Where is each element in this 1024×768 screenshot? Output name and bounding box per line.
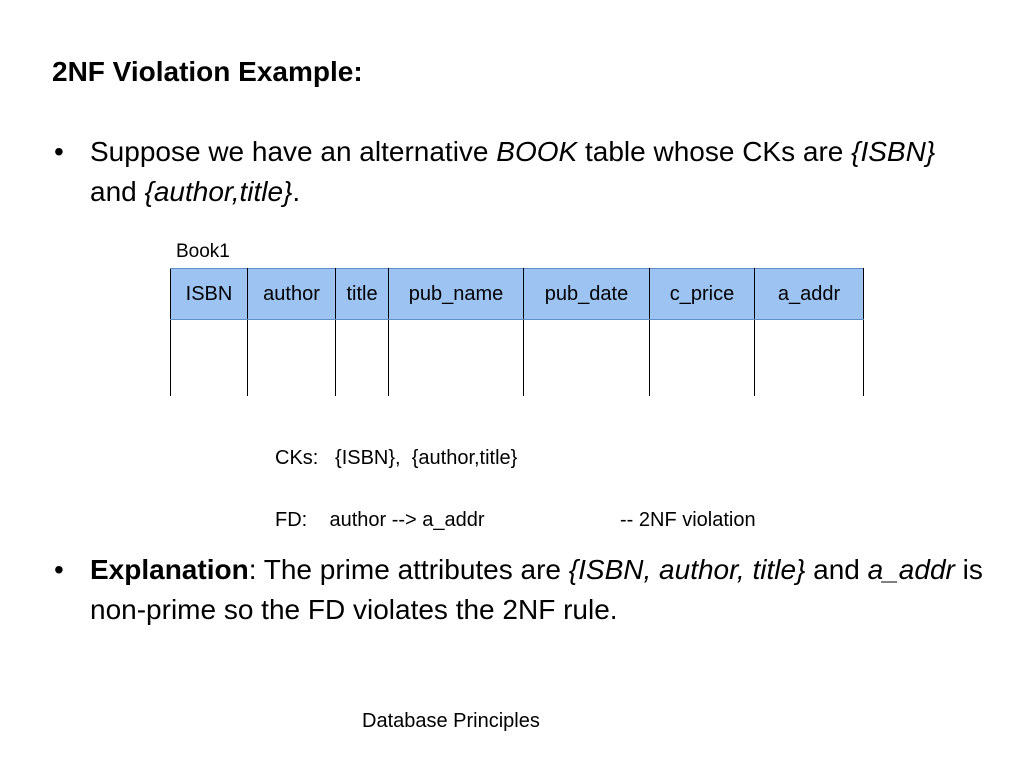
table-row — [170, 319, 864, 396]
table-label: Book1 — [176, 241, 230, 262]
text-segment: table whose CKs are — [577, 136, 852, 167]
column-header-a-addr: a_addr — [754, 268, 864, 320]
text-segment: is non-prime so the FD violates the 2NF … — [90, 554, 983, 625]
fd-line: FD: author --> a_addr — [275, 509, 485, 531]
table-cell — [335, 319, 389, 396]
prime-attributes: {ISBN, author, title} — [568, 554, 806, 585]
column-header-author: author — [247, 268, 336, 320]
ck-line: CKs: {ISBN}, {author,title} — [275, 447, 518, 469]
column-header-pub-date: pub_date — [523, 268, 650, 320]
text-segment: and — [805, 554, 868, 585]
ck-isbn: {ISBN} — [851, 136, 936, 167]
text-segment: : The prime attributes are — [248, 554, 569, 585]
slide-footer: Database Principles — [362, 710, 540, 732]
column-header-isbn: ISBN — [170, 268, 248, 320]
bullet-text: Suppose we have an alternative BOOK tabl… — [90, 132, 984, 212]
table-cell — [388, 319, 524, 396]
ck-author-title: {author,title} — [144, 176, 293, 207]
table-cell — [754, 319, 864, 396]
column-header-title: title — [335, 268, 389, 320]
table-cell — [523, 319, 650, 396]
non-prime-attribute: a_addr — [867, 554, 955, 585]
slide-title: 2NF Violation Example: — [52, 56, 363, 87]
table-cell — [170, 319, 248, 396]
bullet-text: Explanation: The prime attributes are {I… — [90, 550, 984, 630]
column-header-pub-name: pub_name — [388, 268, 524, 320]
table-name: BOOK — [496, 136, 578, 167]
table-cell — [247, 319, 336, 396]
explanation-label: Explanation — [90, 554, 249, 585]
table-header-row: ISBN author title pub_name pub_date c_pr… — [170, 268, 864, 320]
text-segment: and — [90, 176, 145, 207]
bullet-icon: • — [54, 136, 64, 167]
table-cell — [649, 319, 755, 396]
text-segment: Suppose we have an alternative — [90, 136, 497, 167]
fd-comment: -- 2NF violation — [620, 509, 756, 531]
book1-table: ISBN author title pub_name pub_date c_pr… — [170, 268, 864, 396]
column-header-c-price: c_price — [649, 268, 755, 320]
bullet-icon: • — [54, 554, 64, 585]
text-segment: . — [292, 176, 301, 207]
